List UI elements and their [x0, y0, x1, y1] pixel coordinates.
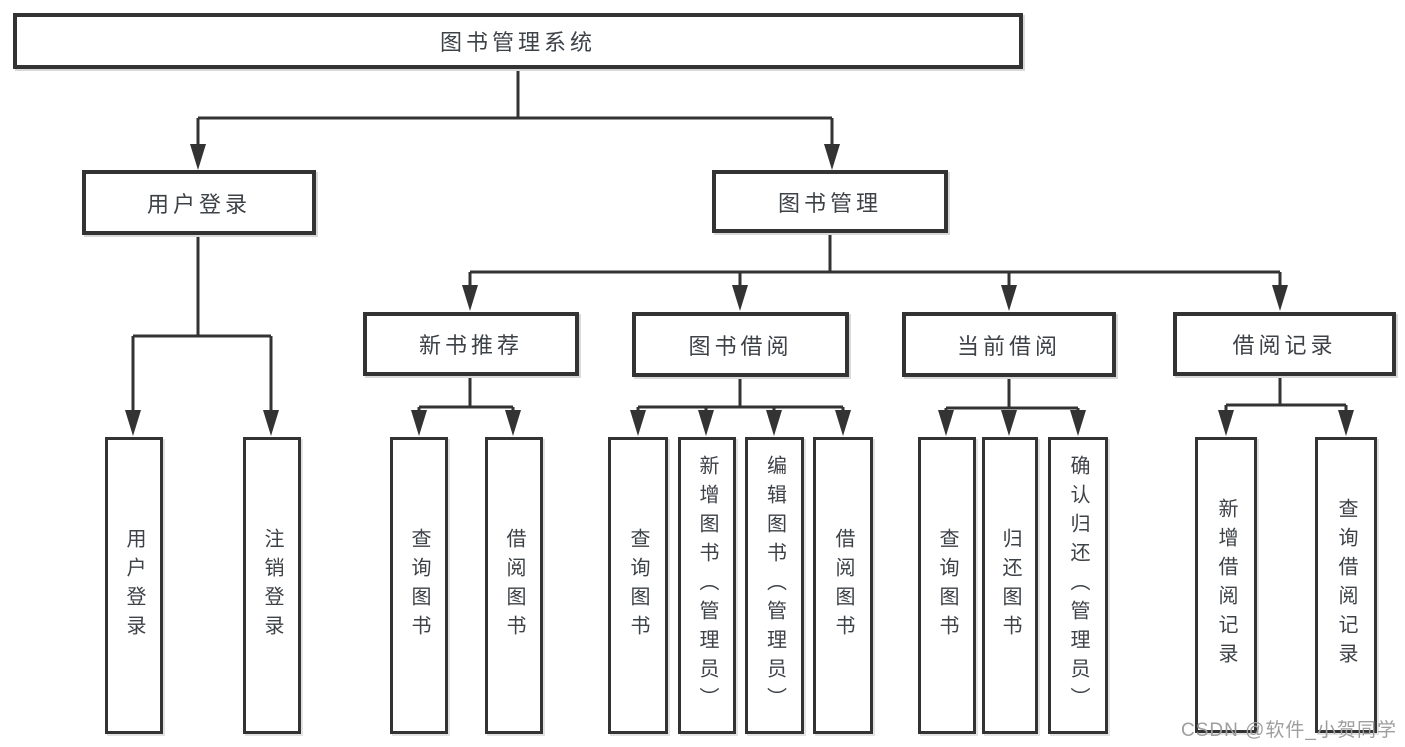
leaf-current-confirm-return-admin: 确认归还（管理员） [1048, 437, 1108, 734]
leaf-borrow-borrow-books: 借阅图书 [813, 437, 873, 734]
leaf-user-login: 用户登录 [105, 437, 163, 734]
node-system-root: 图书管理系统 [13, 13, 1023, 69]
leaf-current-query-books: 查询图书 [918, 437, 976, 734]
node-borrow-records: 借阅记录 [1173, 312, 1396, 376]
leaf-current-return-books: 归还图书 [982, 437, 1038, 734]
arrowheads [125, 144, 1354, 436]
node-new-book-recommend: 新书推荐 [363, 312, 579, 376]
node-book-management: 图书管理 [712, 170, 948, 233]
node-user-login: 用户登录 [82, 170, 316, 235]
leaf-borrow-edit-books-admin: 编辑图书（管理员） [745, 437, 804, 734]
leaf-borrow-query-books: 查询图书 [608, 437, 668, 734]
node-book-borrow: 图书借阅 [632, 312, 849, 377]
node-current-borrow: 当前借阅 [902, 312, 1116, 377]
leaf-newbooks-borrow-books: 借阅图书 [485, 437, 543, 734]
leaf-records-add-borrow-record: 新增借阅记录 [1195, 437, 1257, 733]
leaf-records-query-borrow-record: 查询借阅记录 [1315, 437, 1377, 733]
leaf-logout: 注销登录 [243, 437, 301, 734]
csdn-watermark: CSDN @软件_小贺同学 [1181, 720, 1397, 741]
leaf-borrow-add-books-admin: 新增图书（管理员） [678, 437, 736, 734]
leaf-newbooks-query-books: 查询图书 [390, 437, 448, 734]
